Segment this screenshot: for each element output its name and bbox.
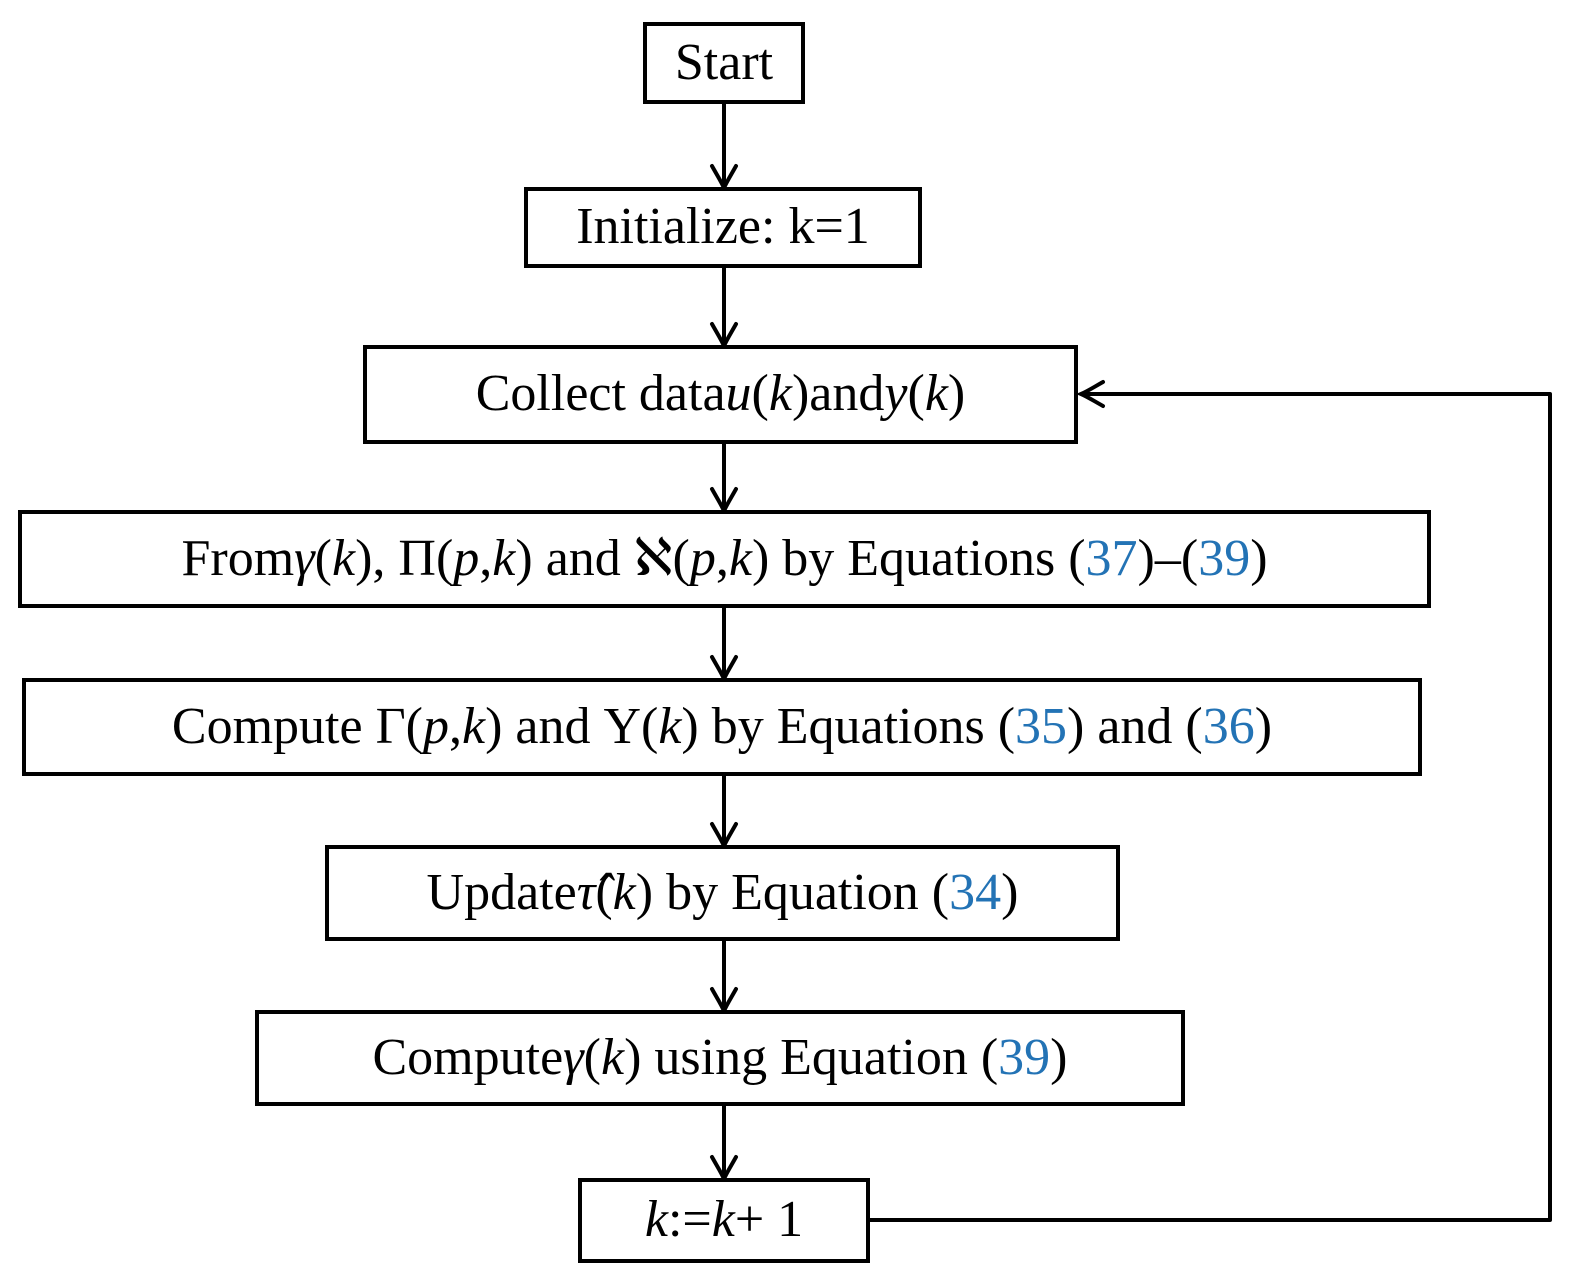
text-segment: ): [791, 365, 810, 423]
text-segment: Start: [674, 33, 774, 91]
text-segment: ) and Υ(: [485, 697, 659, 755]
text-segment: ,: [448, 697, 462, 755]
text-segment: ) by Equations (: [751, 529, 1086, 587]
equation-ref-link[interactable]: 39: [1198, 529, 1251, 587]
text-segment: and: [809, 365, 885, 423]
text-segment: ), Π(: [355, 529, 454, 587]
text-segment: k: [461, 697, 486, 755]
text-segment: k: [492, 529, 516, 587]
text-segment: ): [1050, 1028, 1068, 1086]
text-segment: ) using Equation (: [624, 1028, 999, 1086]
text-segment: (: [907, 365, 925, 423]
text-segment: k: [612, 863, 636, 921]
text-segment: (: [314, 529, 332, 587]
text-segment: (: [595, 863, 613, 921]
text-segment: ): [1001, 863, 1019, 921]
node-compute-equations-35-36: Compute Γ(p,k) and Υ(k) by Equations (35…: [22, 678, 1422, 776]
node-initialize: Initialize: k=1: [524, 187, 922, 268]
text-segment: (: [751, 365, 769, 423]
text-segment: γ: [563, 1028, 584, 1086]
text-segment: k: [924, 365, 948, 423]
text-segment: Compute: [372, 1028, 564, 1086]
text-segment: γ: [294, 529, 315, 587]
equation-ref-link[interactable]: 35: [1015, 697, 1068, 755]
text-segment: k: [332, 529, 356, 587]
edge-feedback-loop: [870, 394, 1552, 1222]
node-start: Start: [643, 22, 805, 104]
text-segment: ): [1250, 529, 1268, 587]
text-segment: τ̂: [576, 863, 596, 921]
equation-ref-link[interactable]: 34: [949, 863, 1002, 921]
text-segment: p: [689, 529, 716, 587]
equation-ref-link[interactable]: 37: [1085, 529, 1138, 587]
text-segment: p: [453, 529, 480, 587]
text-segment: u: [725, 365, 752, 423]
equation-ref-link[interactable]: 39: [998, 1028, 1051, 1086]
node-update-tau-equation-34: Update τ̂(k) by Equation (34): [325, 845, 1120, 941]
text-segment: k: [658, 697, 682, 755]
text-segment: k: [728, 529, 752, 587]
text-segment: From: [181, 529, 295, 587]
text-segment: Update: [426, 863, 577, 921]
text-segment: ) and (: [1067, 697, 1203, 755]
node-increment-k: k := k + 1: [578, 1178, 870, 1263]
node-collect-data: Collect data u(k) and y(k): [363, 345, 1078, 444]
node-from-equations-37-39: From γ(k), Π(p,k) and ℵ(p,k) by Equation…: [18, 510, 1431, 608]
text-segment: ,: [715, 529, 729, 587]
text-segment: y: [884, 365, 908, 423]
text-segment: p: [422, 697, 449, 755]
text-segment: Collect data: [475, 365, 726, 423]
text-segment: ) by Equations (: [681, 697, 1016, 755]
equation-ref-link[interactable]: 36: [1202, 697, 1255, 755]
text-segment: ,: [479, 529, 493, 587]
text-segment: ): [947, 365, 966, 423]
text-segment: k: [768, 365, 792, 423]
node-compute-gamma-equation-39: Compute γ(k) using Equation (39): [255, 1010, 1185, 1106]
text-segment: ) and ℵ(: [515, 529, 690, 587]
text-segment: :=: [667, 1191, 712, 1249]
text-segment: + 1: [734, 1191, 804, 1249]
text-segment: k: [601, 1028, 625, 1086]
text-segment: Initialize: k=1: [576, 198, 870, 256]
text-segment: Compute Γ(: [171, 697, 423, 755]
text-segment: k: [711, 1191, 735, 1249]
text-segment: ): [1254, 697, 1273, 755]
text-segment: k: [644, 1191, 668, 1249]
text-segment: )–(: [1137, 529, 1199, 587]
text-segment: ) by Equation (: [635, 863, 950, 921]
text-segment: (: [583, 1028, 601, 1086]
